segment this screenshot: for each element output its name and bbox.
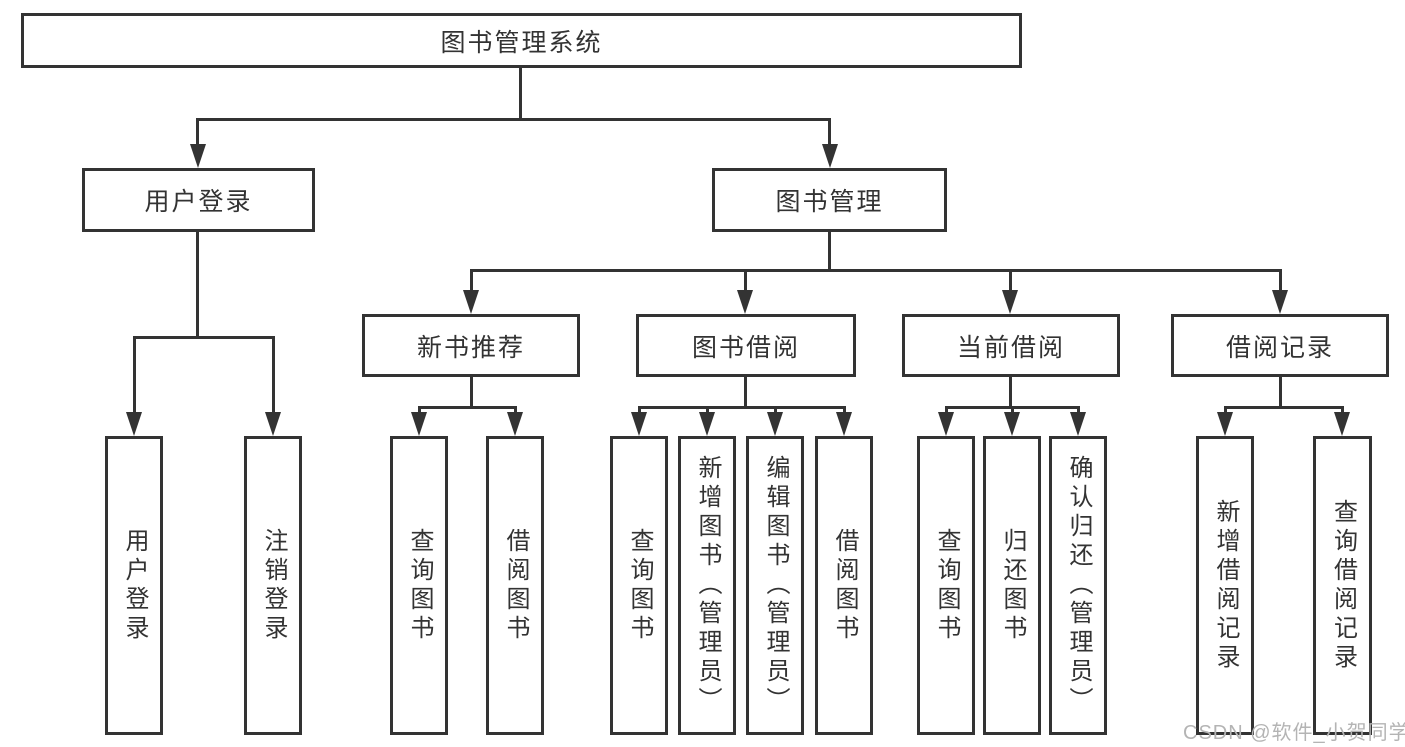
connector-hline (418, 406, 517, 409)
connector-vline (1279, 269, 1282, 292)
arrow-down-icon (822, 144, 838, 168)
arrow-down-icon (1002, 290, 1018, 314)
node-current-borrowing: 当前借阅 (902, 314, 1120, 377)
connector-vline (744, 269, 747, 292)
connector-vline (774, 406, 777, 416)
connector-vline (514, 406, 517, 416)
connector-vline (945, 406, 948, 416)
csdn-watermark: CSDN @软件_小贺同学 (1183, 722, 1405, 744)
connector-vline (1009, 269, 1012, 292)
connector-vline (1341, 406, 1344, 416)
leaf-return-books-label: 归还图书 (999, 527, 1026, 644)
leaf-user-login-label: 用户登录 (121, 527, 148, 644)
leaf-return-books: 归还图书 (983, 436, 1041, 735)
leaf-borrow-books-borrowing: 借阅图书 (815, 436, 873, 735)
node-borrowing-records-label: 借阅记录 (1225, 333, 1334, 362)
node-borrowing-records: 借阅记录 (1171, 314, 1389, 377)
connector-vline (196, 118, 199, 148)
arrow-down-icon (190, 144, 206, 168)
node-user-login: 用户登录 (82, 168, 315, 232)
leaf-query-books-borrowing: 查询图书 (610, 436, 668, 735)
leaf-add-borrow-record-label: 新增借阅记录 (1212, 498, 1239, 673)
arrow-down-icon (463, 290, 479, 314)
leaf-query-books-newbooks: 查询图书 (390, 436, 448, 735)
leaf-add-book-admin: 新增图书（管理员） (678, 436, 736, 735)
node-book-management-label: 图书管理 (775, 188, 884, 216)
arrow-down-icon (265, 412, 281, 436)
arrow-down-icon (1217, 412, 1233, 436)
arrow-down-icon (1004, 412, 1020, 436)
connector-vline (519, 68, 522, 120)
arrow-down-icon (1070, 412, 1086, 436)
arrow-down-icon (126, 412, 142, 436)
connector-hline (470, 269, 1281, 272)
connector-hline (196, 118, 831, 121)
connector-vline (196, 232, 199, 339)
connector-vline (133, 336, 136, 414)
connector-vline (1224, 406, 1227, 416)
leaf-query-books-current-label: 查询图书 (933, 527, 960, 644)
connector-vline (828, 232, 831, 272)
leaf-add-borrow-record: 新增借阅记录 (1196, 436, 1254, 735)
node-root: 图书管理系统 (21, 13, 1022, 68)
leaf-logout-label: 注销登录 (260, 527, 287, 644)
arrow-down-icon (1272, 290, 1288, 314)
connector-vline (470, 269, 473, 292)
leaf-add-book-admin-label: 新增图书（管理员） (694, 455, 721, 716)
connector-hline (638, 406, 846, 409)
arrow-down-icon (507, 412, 523, 436)
node-new-book-recommendation: 新书推荐 (362, 314, 580, 377)
leaf-borrow-books-borrowing-label: 借阅图书 (831, 527, 858, 644)
leaf-logout: 注销登录 (244, 436, 302, 735)
node-user-login-label: 用户登录 (144, 188, 253, 216)
arrow-down-icon (938, 412, 954, 436)
node-new-book-recommendation-label: 新书推荐 (416, 333, 525, 362)
connector-vline (470, 377, 473, 409)
arrow-down-icon (737, 290, 753, 314)
arrow-down-icon (631, 412, 647, 436)
arrow-down-icon (411, 412, 427, 436)
leaf-query-books-borrowing-label: 查询图书 (626, 527, 653, 644)
arrow-down-icon (1334, 412, 1350, 436)
node-book-management: 图书管理 (712, 168, 947, 232)
connector-vline (1077, 406, 1080, 416)
connector-vline (418, 406, 421, 416)
connector-vline (843, 406, 846, 416)
connector-hline (1224, 406, 1344, 409)
arrow-down-icon (767, 412, 783, 436)
connector-vline (1011, 406, 1014, 416)
leaf-edit-book-admin: 编辑图书（管理员） (746, 436, 804, 735)
node-book-borrowing: 图书借阅 (636, 314, 856, 377)
leaf-user-login: 用户登录 (105, 436, 163, 735)
node-book-borrowing-label: 图书借阅 (691, 333, 800, 362)
connector-vline (744, 377, 747, 409)
connector-vline (1279, 377, 1282, 409)
node-current-borrowing-label: 当前借阅 (956, 333, 1065, 362)
connector-vline (638, 406, 641, 416)
leaf-edit-book-admin-label: 编辑图书（管理员） (762, 455, 789, 716)
leaf-borrow-books-newbooks: 借阅图书 (486, 436, 544, 735)
leaf-confirm-return-admin-label: 确认归还（管理员） (1065, 455, 1092, 716)
leaf-query-borrow-records: 查询借阅记录 (1313, 436, 1372, 735)
leaf-query-books-newbooks-label: 查询图书 (406, 527, 433, 644)
leaf-query-borrow-records-label: 查询借阅记录 (1329, 498, 1357, 673)
connector-vline (706, 406, 709, 416)
arrow-down-icon (836, 412, 852, 436)
connector-vline (272, 336, 275, 414)
arrow-down-icon (699, 412, 715, 436)
connector-hline (133, 336, 275, 339)
connector-vline (828, 118, 831, 148)
leaf-confirm-return-admin: 确认归还（管理员） (1049, 436, 1107, 735)
node-root-label: 图书管理系统 (440, 28, 603, 57)
leaf-query-books-current: 查询图书 (917, 436, 975, 735)
connector-vline (1009, 377, 1012, 409)
leaf-borrow-books-newbooks-label: 借阅图书 (502, 527, 529, 644)
